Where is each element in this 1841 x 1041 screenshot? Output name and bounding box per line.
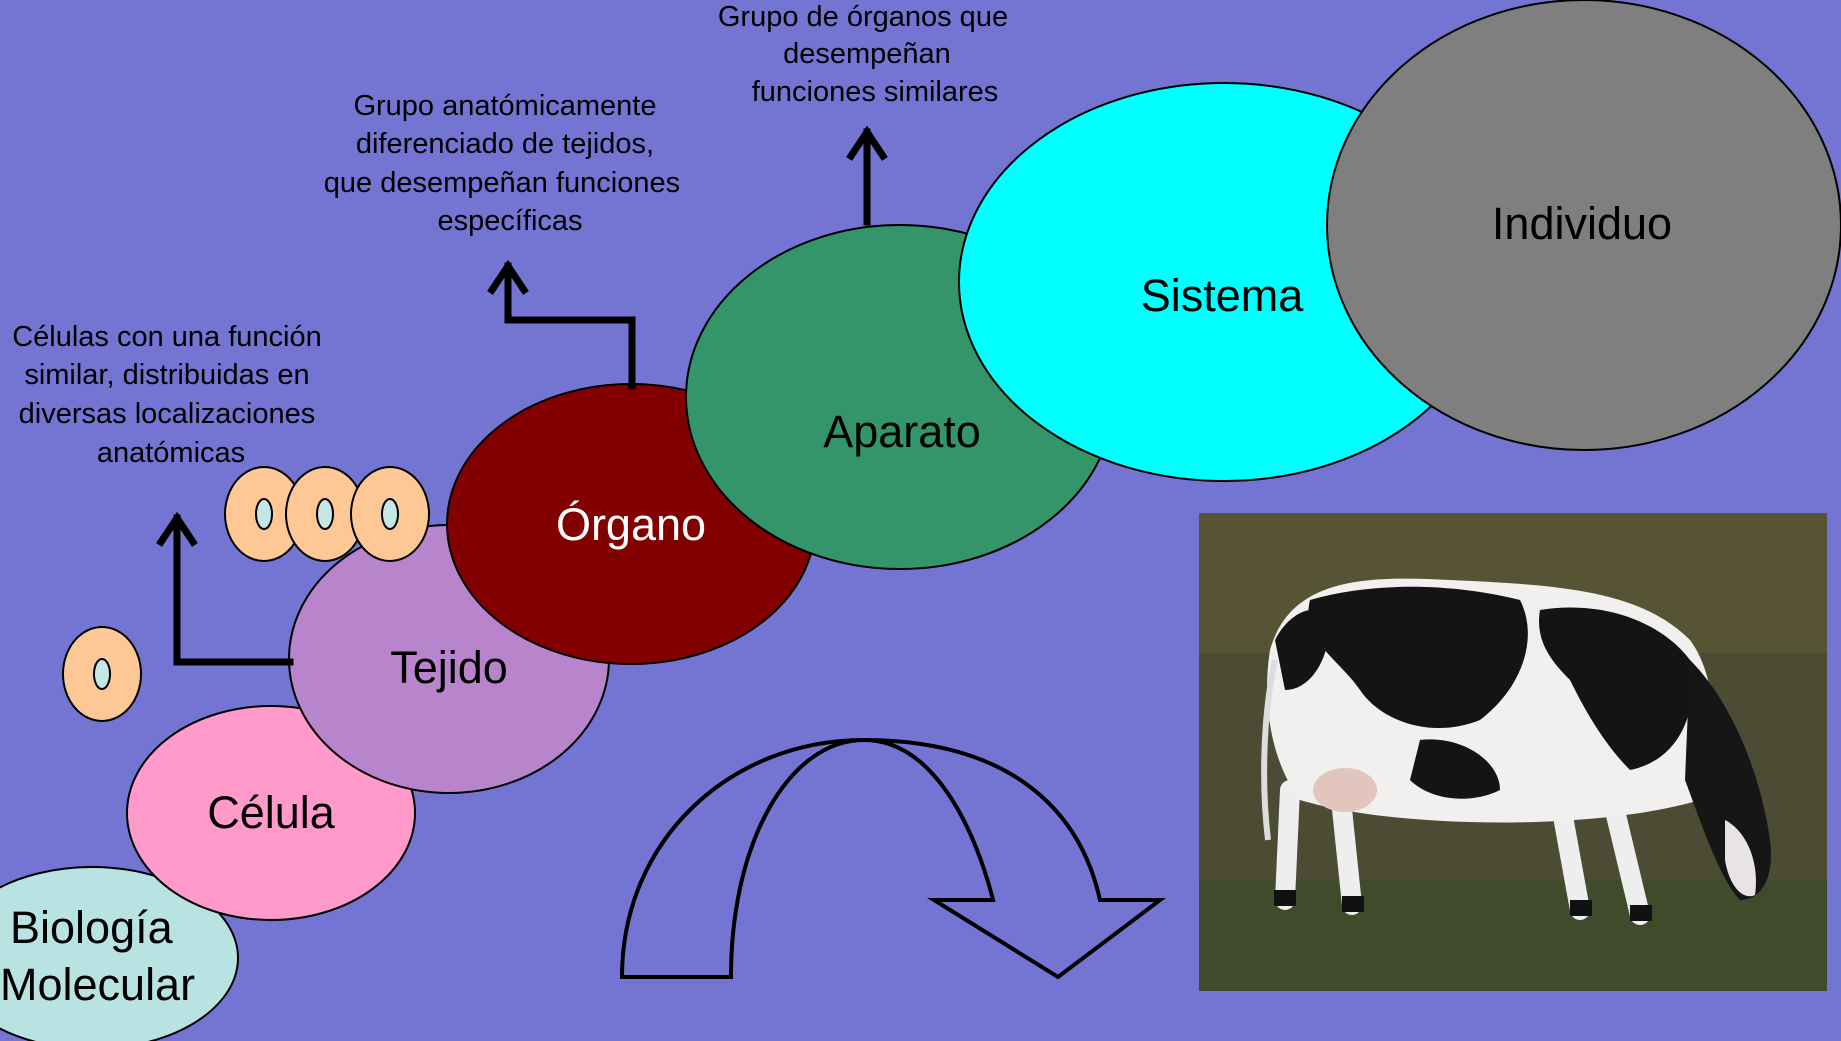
cell-group-icon (224, 466, 430, 562)
individual-label: Individuo (1492, 198, 1672, 249)
tissue-arrowhead (156, 511, 198, 547)
organ-callout-arrow (504, 262, 636, 390)
molecular-biology-ellipse (0, 866, 239, 1041)
tissue-label: Tejido (390, 642, 508, 693)
curved-arrow (619, 737, 1166, 980)
organ-description: Grupo anatómicamente diferenciado de tej… (324, 90, 688, 237)
cow-photo (1199, 513, 1827, 991)
single-cell-icon (62, 626, 142, 722)
apparatus-description: Grupo de órganos que desempeñan funcione… (718, 1, 1016, 108)
tissue-callout-arrow (173, 514, 294, 666)
system-label: Sistema (1141, 270, 1305, 321)
tissue-description: Células con una función similar, distrib… (12, 321, 330, 469)
apparatus-arrowhead (846, 125, 888, 161)
apparatus-label: Aparato (823, 406, 981, 457)
cell-label: Célula (207, 787, 336, 838)
organ-label: Órgano (556, 499, 706, 550)
individual-ellipse (1326, 0, 1841, 451)
molecular-biology-label: Biología Molecular (0, 902, 195, 1010)
organ-arrowhead (487, 259, 529, 295)
